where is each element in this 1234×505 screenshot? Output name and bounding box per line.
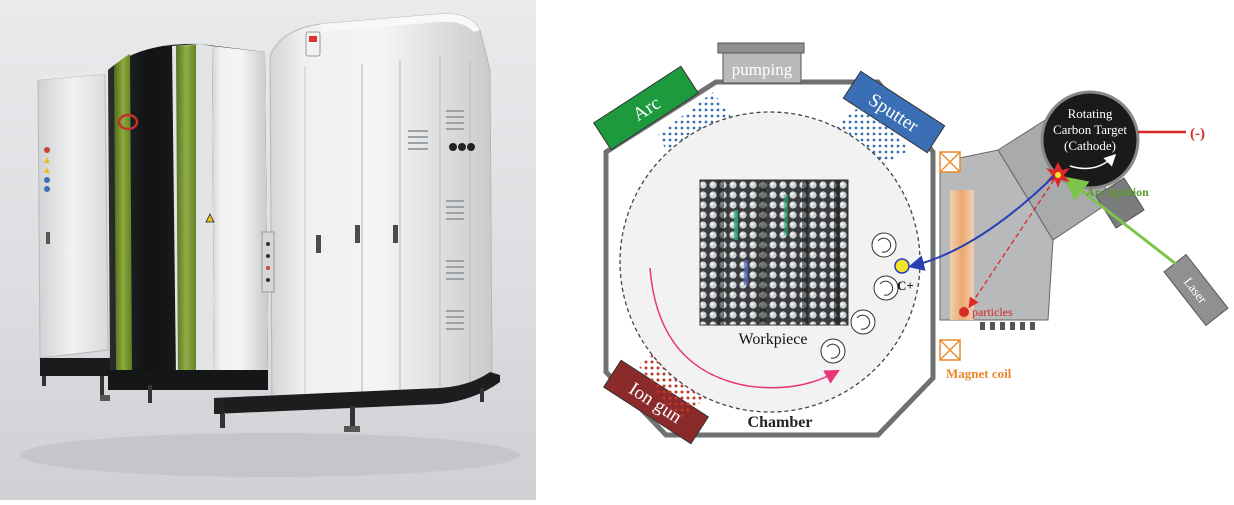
carbon-ion-label: C+ [897, 278, 914, 293]
arc-ignition-label: Arc Ignition [1086, 185, 1149, 199]
chamber-label: Chamber [748, 414, 813, 431]
laser-beam [1063, 176, 1177, 266]
process-schematic: pumping Arc Sputter Ion gun Workpiece [592, 42, 1229, 445]
magnet-coil-glow [950, 190, 974, 320]
coating-machine-photo [0, 0, 536, 500]
target-label-line-2: Carbon Target [1053, 122, 1127, 137]
coating-machine-illustration [0, 0, 536, 500]
ion-trajectory [908, 175, 1055, 271]
magnet-coil-label: Magnet coil [946, 366, 1012, 381]
brand-logo [117, 113, 139, 131]
pumping-label: pumping [732, 60, 793, 79]
pumping-port: pumping [717, 42, 805, 84]
particle-filter [980, 322, 1035, 330]
target-rotation-arrow [1069, 153, 1117, 170]
workpiece [699, 179, 849, 326]
particle-trajectory [968, 179, 1055, 309]
macro-particle [959, 307, 969, 317]
magnet-coil-top [939, 151, 961, 173]
workpiece-label: Workpiece [739, 331, 808, 348]
coating-process-diagram: pumping Arc Sputter Ion gun Workpiece [548, 0, 1234, 500]
planetary-holders [820, 232, 899, 364]
hazard-sign [205, 213, 215, 223]
vent-grilles [408, 110, 464, 330]
carbon-ion [894, 258, 910, 274]
warning-labels [44, 147, 50, 192]
magnet-coil-bottom [939, 339, 961, 361]
target-label-line-3: (Cathode) [1064, 138, 1116, 153]
polarity-label: (-) [1190, 126, 1205, 142]
target-label-line-1: Rotating [1068, 106, 1113, 121]
laser-unit: Laser [1163, 253, 1229, 327]
rotation-arrow [649, 267, 840, 389]
particles-label: particles [972, 305, 1013, 319]
